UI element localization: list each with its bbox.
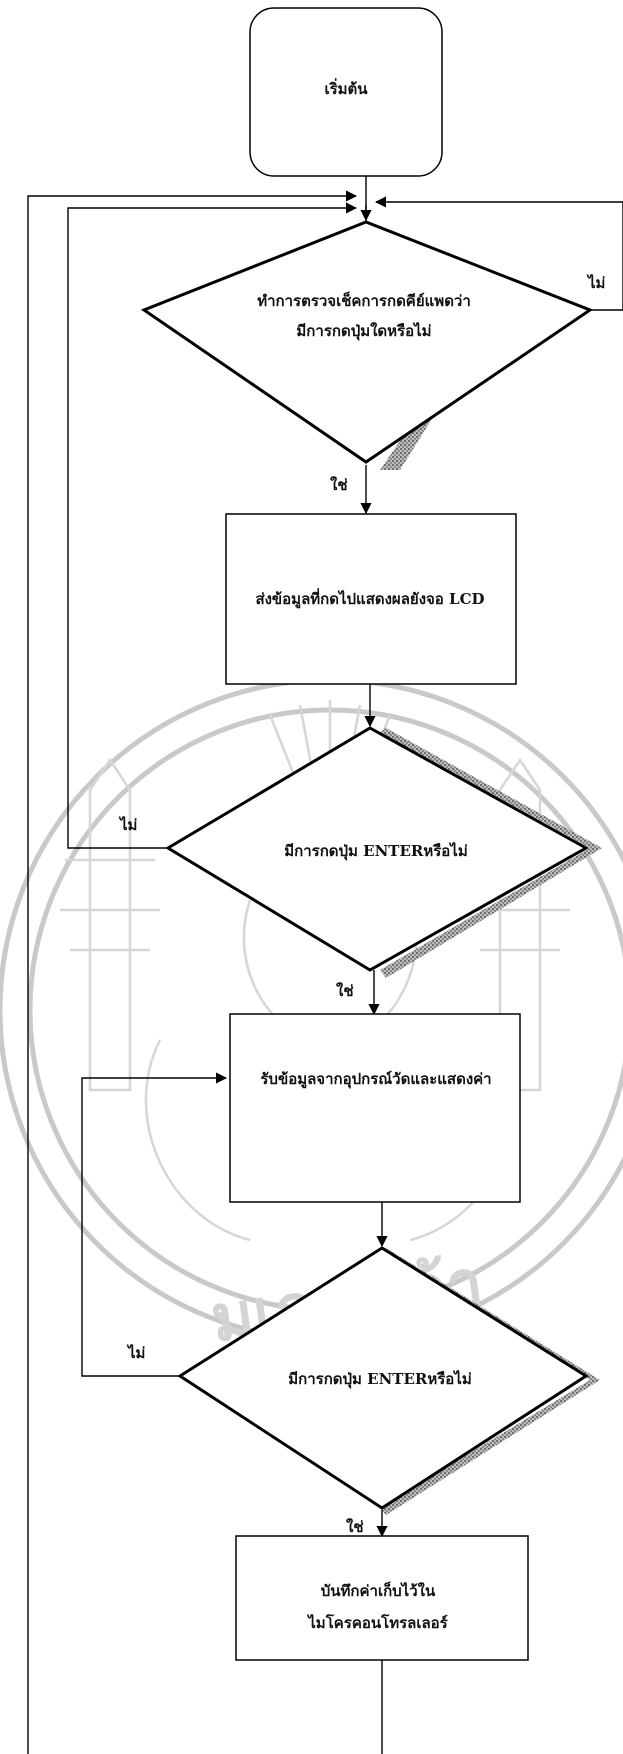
node-receive-data: รับข้อมูลจากอุปกรณ์วัดและแสดงค่า (230, 1014, 520, 1202)
check-keypad-decision (144, 222, 590, 462)
node-send-lcd: ส่งข้อมูลที่กดไปแสดงผลยังจอ LCD (226, 514, 516, 684)
edge-enter2-no-loop (82, 1078, 226, 1376)
send-lcd-label: ส่งข้อมูลที่กดไปแสดงผลยังจอ LCD (255, 588, 484, 609)
check-keypad-line-2: มีการกดปุ่มใดหรือไม่ (296, 321, 431, 341)
start-label: เริ่มต้น (324, 78, 368, 98)
node-check-keypad: ทำการตรวจเช็คการกดคีย์แพดว่า มีการกดปุ่ม… (144, 222, 590, 462)
save-values-line-1: บันทึกค่าเก็บไว้ใน (321, 1581, 436, 1600)
check-no-label: ไม่ (586, 273, 605, 292)
enter2-yes-label: ใช่ (346, 1518, 364, 1536)
check-yes-label: ใช่ (330, 476, 348, 494)
enter-check-1-label: มีการกดปุ่ม ENTERหรือไม่ (284, 841, 468, 861)
node-save-values: บันทึกค่าเก็บไว้ใน ไมโครคอนโทรลเลอร์ (236, 1536, 528, 1660)
save-values-line-2: ไมโครคอนโทรลเลอร์ (306, 1613, 448, 1632)
enter1-yes-label: ใช่ (336, 982, 354, 1000)
edge-outer-loop (28, 196, 356, 1754)
enter1-no-label: ไม่ (118, 815, 137, 834)
check-keypad-line-1: ทำการตรวจเช็คการกดคีย์แพดว่า (257, 291, 471, 310)
node-start: เริ่มต้น (250, 8, 442, 176)
receive-data-process (230, 1014, 520, 1202)
receive-data-label: รับข้อมูลจากอุปกรณ์วัดและแสดงค่า (260, 1070, 491, 1089)
enter-check-2-label: มีการกดปุ่ม ENTERหรือไม่ (288, 1369, 472, 1389)
enter2-no-label: ไม่ (126, 1343, 145, 1362)
